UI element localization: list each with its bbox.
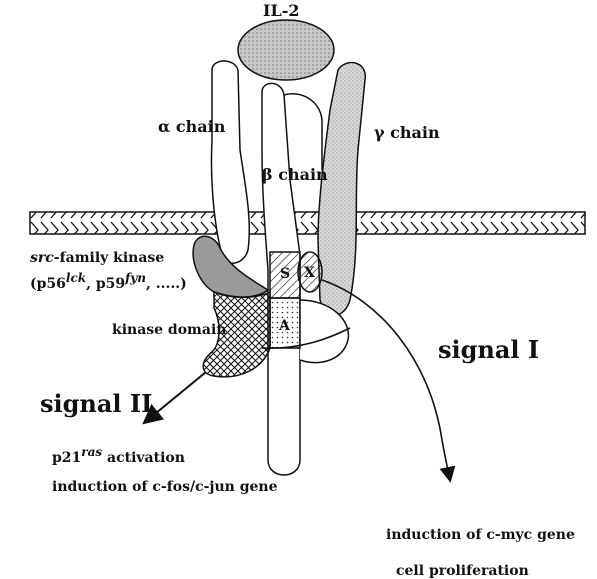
box-s-label: S <box>280 266 290 282</box>
signal-ii-label: signal II <box>40 389 152 418</box>
cell-membrane <box>30 212 585 234</box>
box-a-label: A <box>278 318 291 334</box>
myc-label: induction of c-myc gene <box>386 527 575 543</box>
signal-i-label: signal I <box>438 335 539 364</box>
gamma-chain-shape <box>318 63 365 315</box>
src-family-label: src-family kinase <box>30 250 164 266</box>
alpha-chain-shape <box>211 61 249 263</box>
signal-ii-arrow <box>150 372 206 418</box>
gamma-chain-label: γ chain <box>374 123 440 142</box>
fos-jun-label: induction of c-fos/c-jun gene <box>52 479 278 495</box>
il2-label: IL-2 <box>263 1 300 20</box>
proliferation-label: cell proliferation <box>396 563 529 579</box>
ras-activation-label: p21ras activation <box>52 445 185 466</box>
beta-chain-label: β chain <box>262 165 328 184</box>
src-members-label: (p56lck, p59fyn, .....) <box>30 271 187 292</box>
alpha-chain-label: α chain <box>158 117 226 136</box>
il2-ligand <box>238 20 334 80</box>
kinase-domain-label: kinase domain <box>112 322 226 338</box>
beta-chain-upper-loop <box>284 94 322 170</box>
box-x-label: X <box>304 265 315 281</box>
